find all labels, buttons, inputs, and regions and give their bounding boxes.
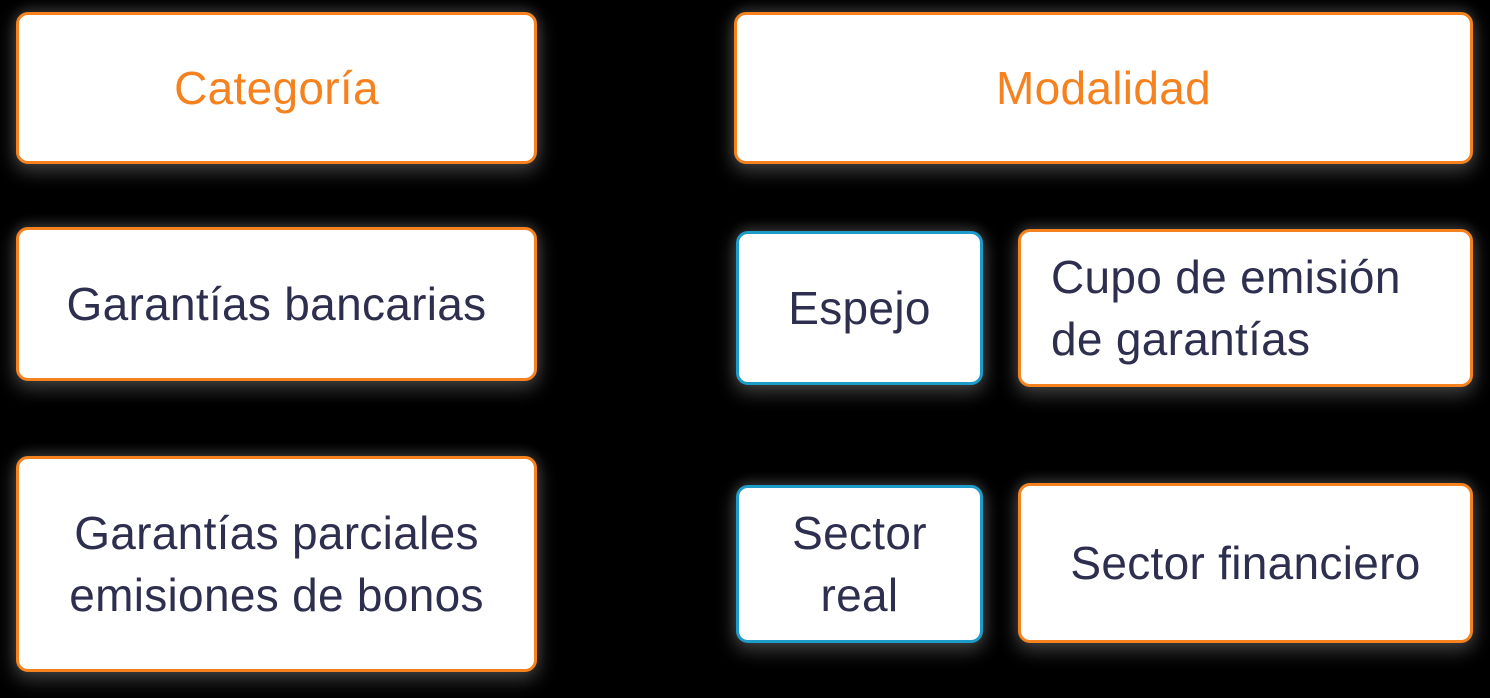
modality-tag-box-espejo: Espejo <box>736 231 983 385</box>
modalidad-header-label: Modalidad <box>996 61 1211 114</box>
category-item-label: Garantías bancarias <box>66 277 487 330</box>
categoria-header-label: Categoría <box>174 61 379 114</box>
categoria-header-box: Categoría <box>16 12 537 164</box>
modality-value-label: Cupo de emisión de garantías <box>1051 250 1401 365</box>
modality-value-box-sector-financiero: Sector financiero <box>1018 483 1473 643</box>
category-item-label: Garantías parciales emisiones de bonos <box>69 506 484 621</box>
modality-tag-label: Espejo <box>788 281 931 334</box>
modality-tag-box-sector-real: Sector real <box>736 485 983 643</box>
modality-value-label: Sector financiero <box>1070 536 1421 589</box>
category-item-box-garantias-parciales: Garantías parciales emisiones de bonos <box>16 456 537 672</box>
modality-tag-label: Sector real <box>792 506 927 621</box>
modality-value-box-cupo-emision: Cupo de emisión de garantías <box>1018 229 1473 387</box>
category-item-box-garantias-bancarias: Garantías bancarias <box>16 227 537 381</box>
modalidad-header-box: Modalidad <box>734 12 1473 164</box>
